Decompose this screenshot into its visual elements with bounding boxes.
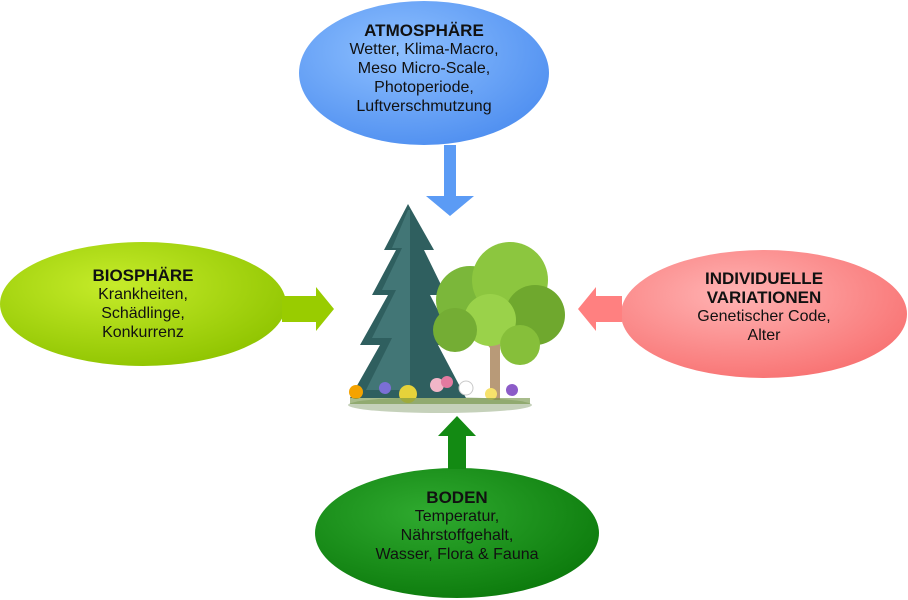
- biosphere-line: Krankheiten,: [98, 286, 188, 303]
- individual-arrow: [578, 287, 622, 331]
- atmosphere-line: Wetter, Klima-Macro,: [349, 41, 499, 58]
- atmosphere-line: Luftverschmutzung: [356, 98, 492, 115]
- soil-line: Temperatur,: [414, 508, 500, 525]
- biosphere-line: Konkurrenz: [102, 324, 184, 341]
- soil-node: BODEN Temperatur, Nährstoffgehalt, Wasse…: [352, 488, 562, 564]
- individual-line: Genetischer Code,: [697, 308, 831, 325]
- biosphere-arrow: [282, 287, 334, 331]
- soil-line: Wasser, Flora & Fauna: [375, 546, 539, 563]
- individual-ellipse: [621, 250, 907, 378]
- biosphere-line: Schädlinge,: [101, 305, 185, 322]
- atmosphere-ellipse: [299, 1, 549, 145]
- soil-ellipse: [315, 468, 599, 598]
- biosphere-node: BIOSPHÄRE Krankheiten, Schädlinge, Konku…: [58, 266, 228, 342]
- atmosphere-title: ATMOSPHÄRE: [364, 21, 484, 40]
- soil-arrow: [438, 416, 476, 469]
- biosphere-ellipse: [0, 242, 286, 366]
- trees-and-flowers-icon: [348, 204, 565, 413]
- individual-node: INDIVIDUELLE VARIATIONEN Genetischer Cod…: [674, 269, 854, 345]
- individual-line: Alter: [747, 327, 781, 344]
- soil-title: BODEN: [426, 488, 488, 507]
- biosphere-title: BIOSPHÄRE: [92, 266, 194, 285]
- atmosphere-node: ATMOSPHÄRE Wetter, Klima-Macro, Meso Mic…: [324, 21, 524, 116]
- atmosphere-line: Photoperiode,: [374, 79, 474, 96]
- individual-title: INDIVIDUELLE: [704, 269, 824, 288]
- individual-title: VARIATIONEN: [706, 288, 822, 307]
- soil-line: Nährstoffgehalt,: [400, 527, 514, 544]
- atmosphere-line: Meso Micro-Scale,: [357, 60, 491, 77]
- atmosphere-arrow: [426, 145, 474, 216]
